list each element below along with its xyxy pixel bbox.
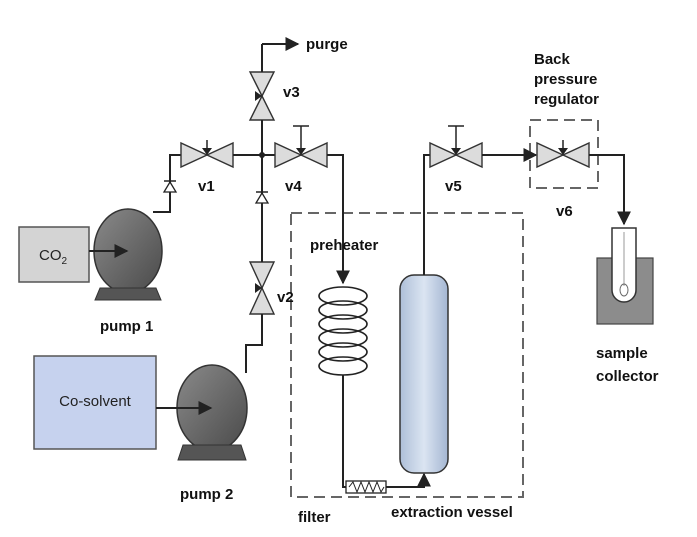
pump2-label: pump 2: [180, 486, 233, 503]
preheater-coil: [318, 286, 368, 376]
bpr-label-line1: Back: [534, 51, 571, 68]
valve-v3[interactable]: [248, 71, 276, 121]
v2-label: v2: [277, 289, 294, 306]
v4-label: v4: [285, 178, 302, 195]
bpr-label-line2: pressure: [534, 71, 597, 88]
sample-collector-label-line1: sample: [596, 345, 648, 362]
pump-2: [176, 364, 248, 461]
check-valve-1: [162, 180, 178, 193]
preheater-label: preheater: [310, 237, 379, 254]
co2-label: CO2: [39, 247, 68, 267]
purge-label: purge: [306, 36, 348, 53]
v6-label: v6: [556, 203, 573, 220]
valve-v5[interactable]: [429, 125, 483, 169]
sample-collector: [596, 227, 654, 325]
bpr-label-line3: regulator: [534, 91, 599, 108]
v5-label: v5: [445, 178, 462, 195]
extraction-vessel: [399, 274, 449, 474]
filter: [345, 480, 387, 494]
filter-label: filter: [298, 509, 331, 526]
heated-zone-box: [290, 212, 524, 498]
pump1-label: pump 1: [100, 318, 153, 335]
valve-v1[interactable]: [180, 140, 234, 169]
valve-v4[interactable]: [274, 125, 328, 169]
valve-v2[interactable]: [248, 261, 276, 315]
check-valve-2: [254, 191, 270, 204]
pump-1: [93, 208, 163, 301]
cosolvent-tank: [33, 355, 157, 450]
cosolvent-label: Co-solvent: [59, 393, 132, 410]
v1-label: v1: [198, 178, 215, 195]
co2-tank: [18, 226, 90, 283]
valve-v6[interactable]: [536, 140, 590, 169]
v3-label: v3: [283, 84, 300, 101]
sample-collector-label-line2: collector: [596, 368, 659, 385]
extraction-vessel-label: extraction vessel: [391, 504, 513, 521]
